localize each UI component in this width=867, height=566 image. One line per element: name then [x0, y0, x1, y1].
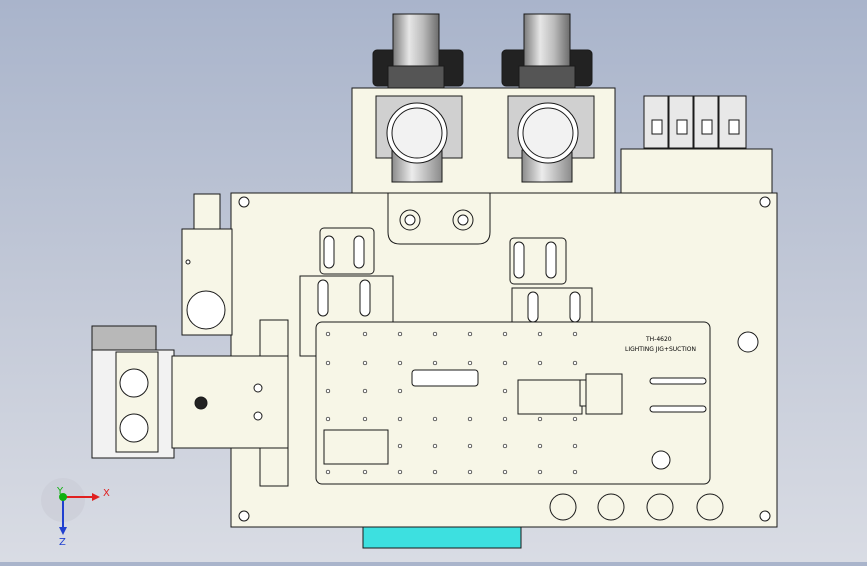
z-axis-label: Z — [59, 537, 66, 548]
right-cylinder — [501, 13, 595, 183]
lighting-jig-plate — [315, 321, 711, 485]
left-gripper — [91, 319, 289, 487]
corner-screws — [238, 196, 771, 522]
left-cylinder — [372, 13, 464, 183]
axis-triad: X Y Z — [41, 478, 110, 548]
hole-grid — [325, 331, 578, 475]
plate-model-text: TH-4620 — [645, 336, 672, 343]
relay-base — [620, 148, 773, 194]
bottom-ports — [549, 493, 724, 521]
relay-modules — [643, 95, 747, 149]
y-axis-label: Y — [56, 486, 64, 497]
top-clamp — [387, 192, 491, 245]
x-axis-label: X — [103, 488, 110, 499]
plate-description-text: LIGHTING JIG+SUCTION — [625, 346, 696, 353]
y-axis-dot — [59, 493, 67, 501]
